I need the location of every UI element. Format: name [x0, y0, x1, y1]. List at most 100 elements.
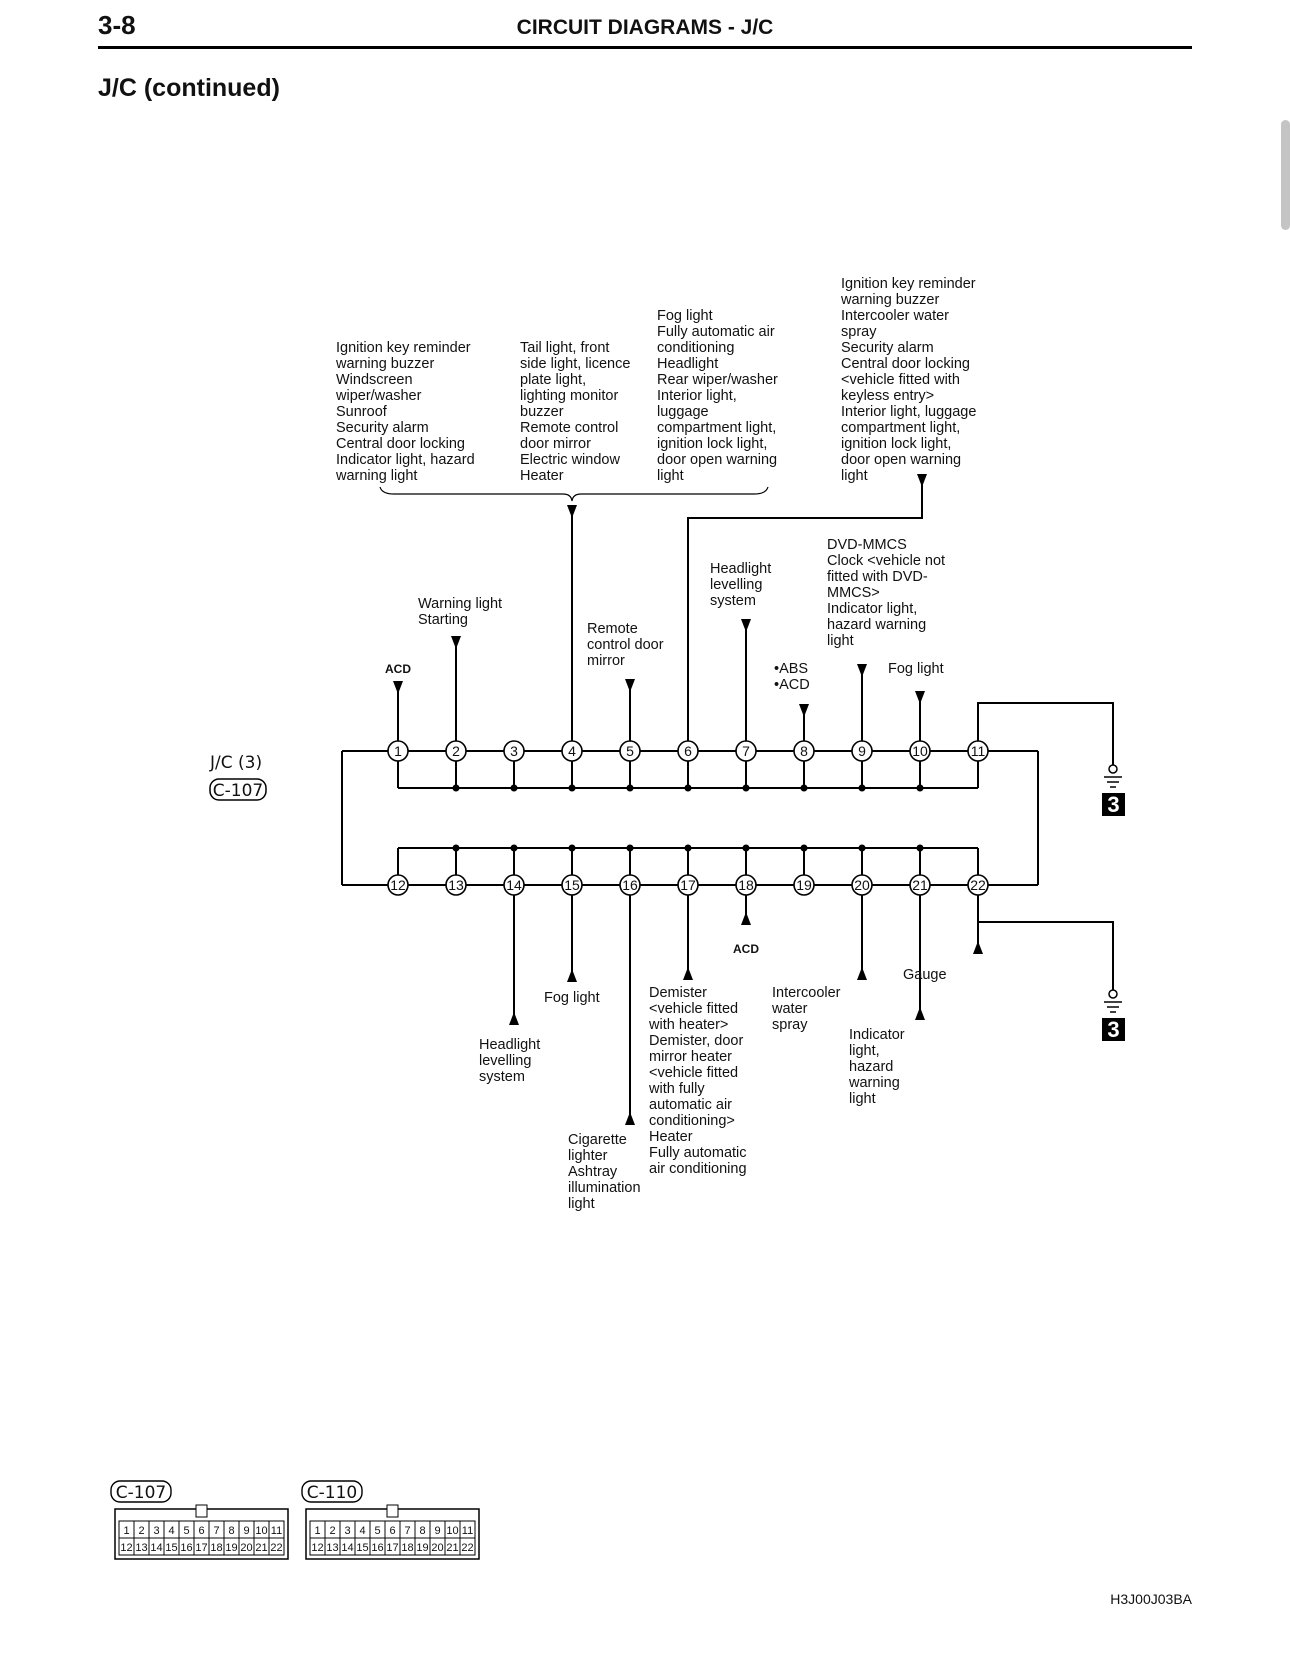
cavity-number: 16 — [180, 1542, 192, 1554]
cavity-number: 6 — [389, 1525, 395, 1537]
splice-dot — [742, 784, 750, 792]
label-line: Fog light — [544, 990, 600, 1006]
label-line: spray — [841, 324, 877, 340]
pin-circle — [445, 874, 467, 896]
acd-tag: ACD — [385, 662, 411, 676]
arrow-head — [915, 691, 925, 704]
cavity-number: 16 — [371, 1542, 383, 1554]
pin-number: 9 — [858, 743, 866, 759]
arrow-head — [625, 679, 635, 692]
pin-number: 12 — [390, 877, 406, 893]
ground-badge — [1102, 1018, 1125, 1041]
cavity-number: 2 — [138, 1525, 144, 1537]
label-line: lighting monitor — [520, 388, 618, 404]
pin-number: 2 — [452, 743, 460, 759]
label-line: ignition lock light, — [841, 436, 951, 452]
cavity-number: 19 — [225, 1542, 237, 1554]
label-line: Fog light — [657, 308, 713, 324]
cavity-number: 10 — [446, 1525, 458, 1537]
pin-number: 16 — [622, 877, 638, 893]
pin-number: 20 — [854, 877, 870, 893]
label-line: Remote — [587, 621, 638, 637]
pin-circle — [793, 874, 815, 896]
label-line: system — [710, 593, 756, 609]
pin-number: 18 — [738, 877, 754, 893]
acd-tag: ACD — [733, 942, 759, 956]
junction-connector-name: C-107 — [213, 781, 263, 801]
header-rule — [98, 46, 1192, 49]
pin-number: 21 — [912, 877, 928, 893]
splice-dot — [684, 844, 692, 852]
label-line: illumination — [568, 1180, 641, 1196]
label-line: levelling — [479, 1053, 531, 1069]
cavity-number: 11 — [271, 1525, 282, 1537]
arrow-head — [741, 619, 751, 632]
label-line: Ignition key reminder — [336, 340, 471, 356]
label-line: air conditioning — [649, 1161, 747, 1177]
pin-circle — [561, 874, 583, 896]
cavity-number: 4 — [359, 1525, 365, 1537]
label-line: Demister, door — [649, 1033, 743, 1049]
pin-number: 6 — [684, 743, 692, 759]
label-line: Indicator — [849, 1027, 905, 1043]
label-line: Intercooler water — [841, 308, 949, 324]
pin-number: 3 — [510, 743, 518, 759]
splice-dot — [510, 844, 518, 852]
cavity-number: 3 — [153, 1525, 159, 1537]
label-line: hazard — [849, 1059, 893, 1075]
cavity-number: 13 — [135, 1542, 147, 1554]
label-line: warning buzzer — [840, 292, 939, 308]
cavity-number: 13 — [326, 1542, 338, 1554]
group-brace — [379, 486, 769, 502]
pin-circle — [909, 874, 931, 896]
pin-number: 11 — [971, 743, 986, 759]
label-line: control door — [587, 637, 664, 653]
label-line: light — [568, 1196, 595, 1212]
label-line: Indicator light, hazard — [336, 452, 475, 468]
label-line: Interior light, — [657, 388, 737, 404]
pin-circle — [619, 874, 641, 896]
cavity-number: 1 — [314, 1525, 320, 1537]
pin-circle — [909, 740, 931, 762]
section-title: J/C (continued) — [98, 74, 280, 102]
ground-markers: 33 — [1102, 764, 1125, 1042]
label-line: Intercooler — [772, 985, 841, 1001]
label-line: <vehicle fitted with — [841, 372, 960, 388]
figure-code: H3J00J03BA — [1110, 1591, 1192, 1607]
pin-circle — [619, 740, 641, 762]
label-line: Demister — [649, 985, 707, 1001]
label-line: Ashtray — [568, 1164, 618, 1180]
label-line: warning — [848, 1075, 900, 1091]
splice-dot — [800, 844, 808, 852]
label-line: buzzer — [520, 404, 564, 420]
label-line: Headlight — [657, 356, 718, 372]
ground-number: 3 — [1107, 792, 1119, 817]
connector-name: C-107 — [116, 1483, 166, 1503]
pin-circle — [503, 874, 525, 896]
splice-dot — [626, 844, 634, 852]
pin-circle — [445, 740, 467, 762]
cavity-number: 9 — [434, 1525, 440, 1537]
label-line: ignition lock light, — [657, 436, 767, 452]
arrow-head — [741, 912, 751, 925]
label-line: Headlight — [710, 561, 771, 577]
arrow-head — [799, 704, 809, 717]
label-line: lighter — [568, 1148, 608, 1164]
arrow-head — [509, 1012, 519, 1025]
scrollbar-thumb[interactable] — [1281, 120, 1290, 230]
junction-name: J/C (3) — [209, 753, 262, 773]
splice-dot — [510, 784, 518, 792]
label-line: door open warning — [841, 452, 961, 468]
label-line: automatic air — [649, 1097, 732, 1113]
ground-terminal — [1108, 764, 1118, 774]
pin-circle — [387, 874, 409, 896]
pin-circle — [503, 740, 525, 762]
